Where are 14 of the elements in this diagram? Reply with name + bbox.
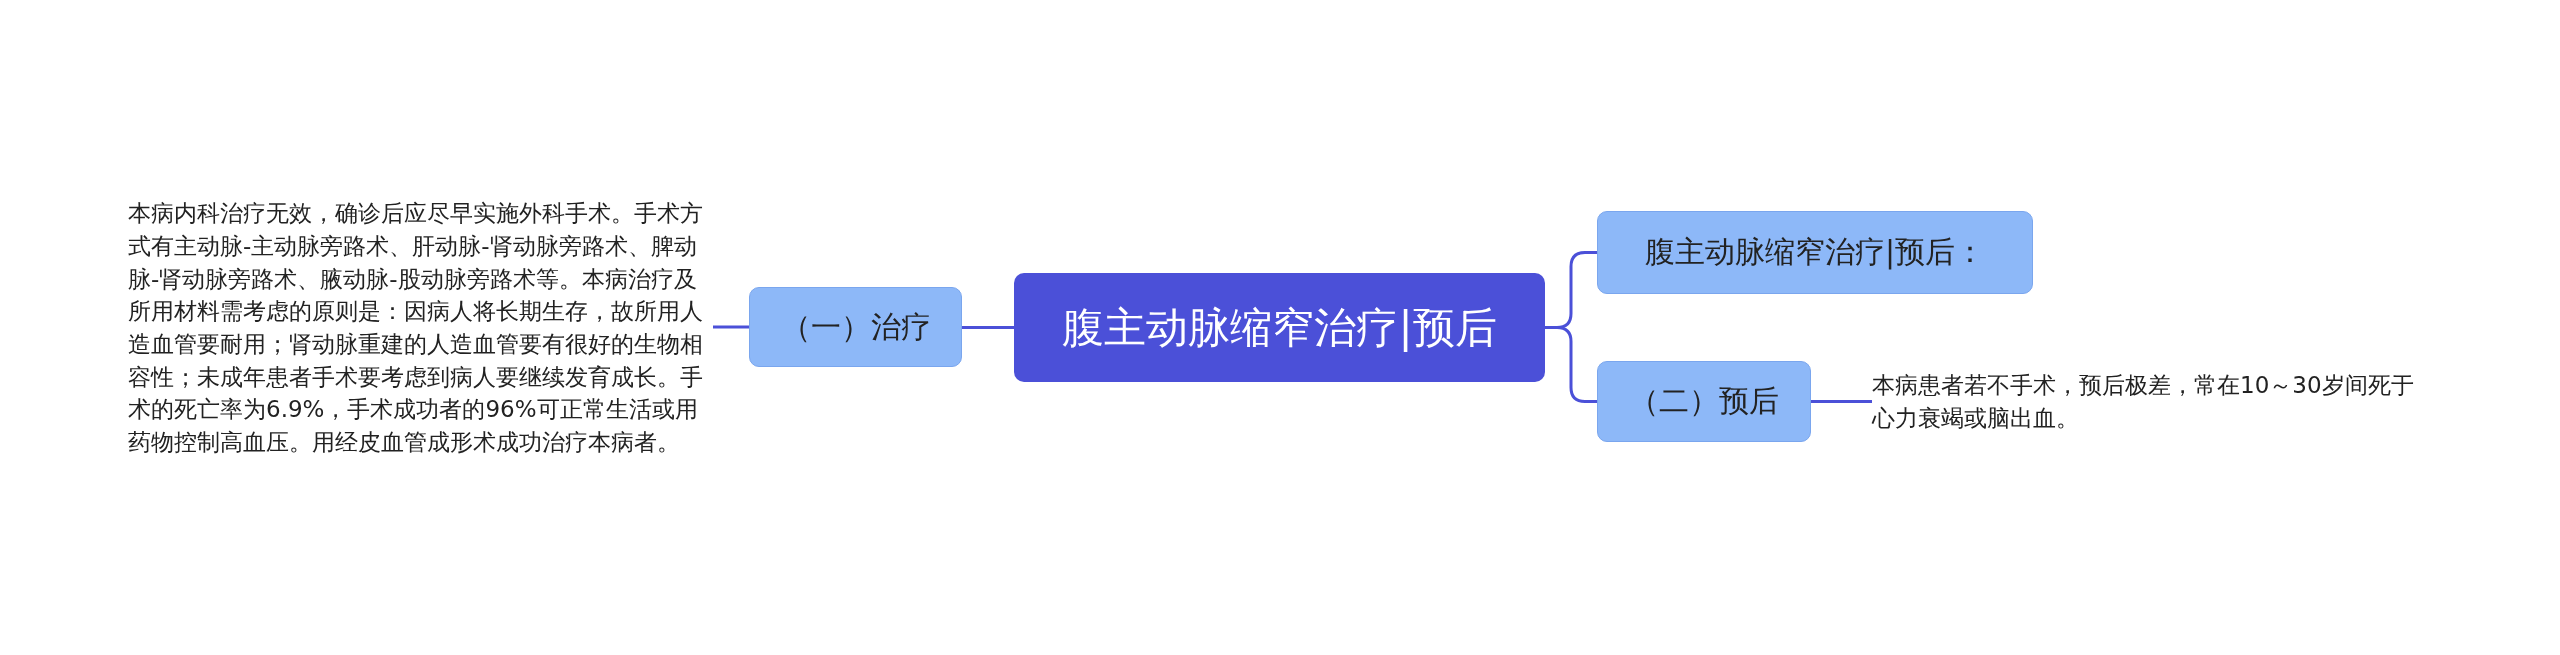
topic-label: （一）治疗 bbox=[780, 307, 931, 346]
central-topic-box bbox=[1014, 273, 1545, 382]
topic-box bbox=[1597, 361, 1811, 442]
topic-label: （二）预后 bbox=[1629, 382, 1779, 420]
connector-line bbox=[1545, 326, 1597, 403]
note-text: 本病内科治疗无效，确诊后应尽早实施外科手术。手术方式有主动脉-主动脉旁路术、肝动脉-肾动脉旁路术、脾动脉-肾动脉旁路术、腋动脉-股动脉旁路术等。本病治疗及所用材料需考虑的原则是：因病人将长期生存，故所用人造血管要耐用；肾动脉重建的人造血管要有很好的生物相容性；未成年患者手术要考虑到病人要继续发育成长。手术的死亡率为6.9%，手术成功者的96%可正常生活或用药物控制高血压。用经皮血管成形术成功治疗本病者。 bbox=[128, 199, 704, 457]
topic-box bbox=[1597, 211, 2033, 294]
note-text: 本病患者若不手术，预后极差，常在10～30岁间死于心力衰竭或脑出血。 bbox=[1872, 371, 2415, 433]
topic-label: 腹主动脉缩窄治疗|预后： bbox=[1644, 233, 1986, 272]
connector-line bbox=[962, 326, 1014, 329]
topic-box bbox=[749, 287, 962, 367]
connector-line bbox=[713, 325, 749, 329]
topic-label: 腹主动脉缩窄治疗|预后 bbox=[1062, 301, 1497, 354]
connector-line bbox=[1811, 400, 1872, 403]
